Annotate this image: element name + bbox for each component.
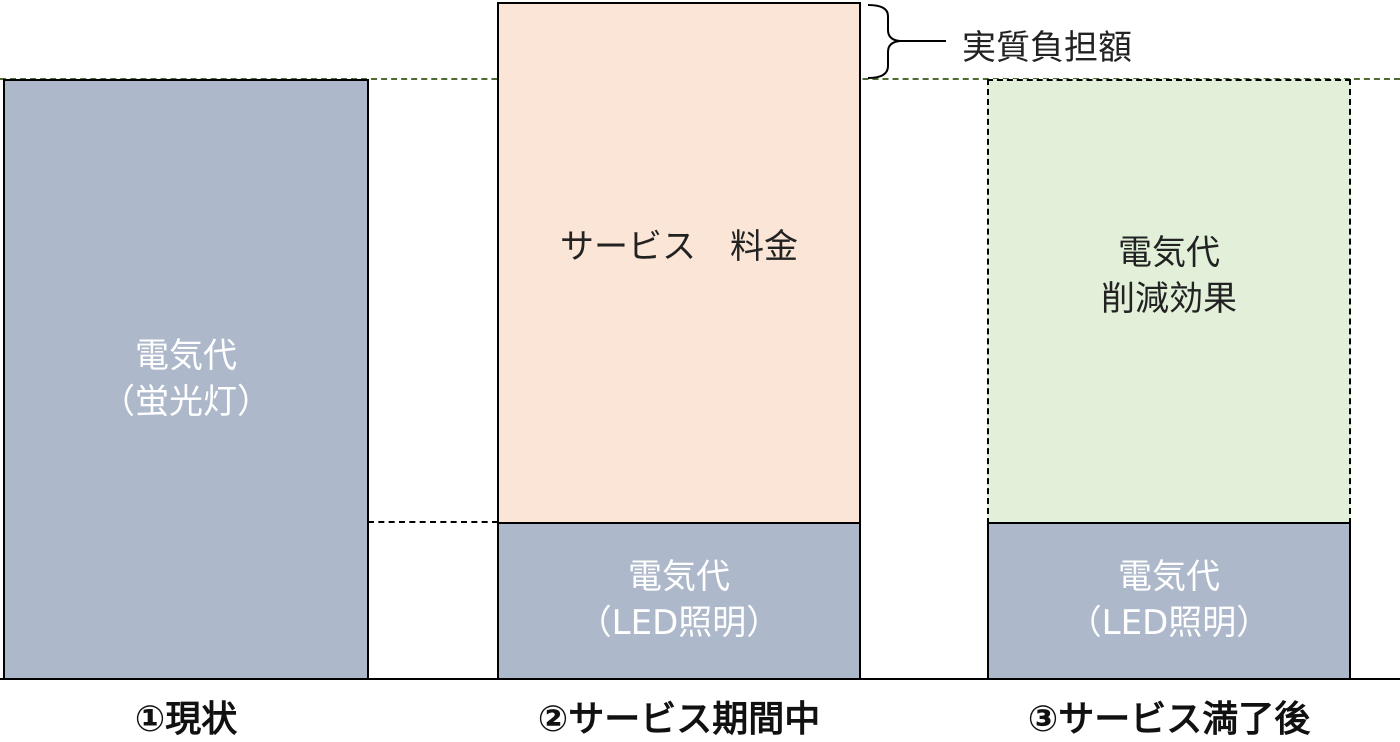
block-line: （LED照明） (1067, 603, 1271, 643)
column-label-during-service: ②サービス期間中 (537, 699, 821, 740)
block-line: 電気代 (1118, 557, 1220, 598)
block-line: 電気代 (1118, 232, 1220, 273)
brace-icon (867, 4, 946, 79)
led-cost-guide-line (368, 521, 498, 523)
baseline (0, 678, 1400, 680)
led-electricity-block-after: 電気代 （LED照明） (987, 522, 1351, 680)
effective-cost-label: 実質負担額 (962, 28, 1132, 68)
column-label-after-service: ③サービス満了後 (1027, 699, 1311, 740)
led-electricity-block-during: 電気代 （LED照明） (497, 522, 861, 680)
block-line: サービス 料金 (560, 227, 798, 268)
column-label-current: ①現状 (134, 699, 238, 740)
electricity-reduction-block: 電気代 削減効果 (987, 79, 1351, 524)
service-fee-block: サービス 料金 (497, 2, 861, 524)
block-line: 電気代 (135, 335, 237, 376)
block-line: 電気代 (628, 557, 730, 598)
block-line: （LED照明） (577, 603, 781, 643)
fluorescent-electricity-block: 電気代 （蛍光灯） (3, 79, 369, 680)
block-line: （蛍光灯） (101, 381, 271, 422)
block-line: 削減効果 (1101, 278, 1237, 319)
